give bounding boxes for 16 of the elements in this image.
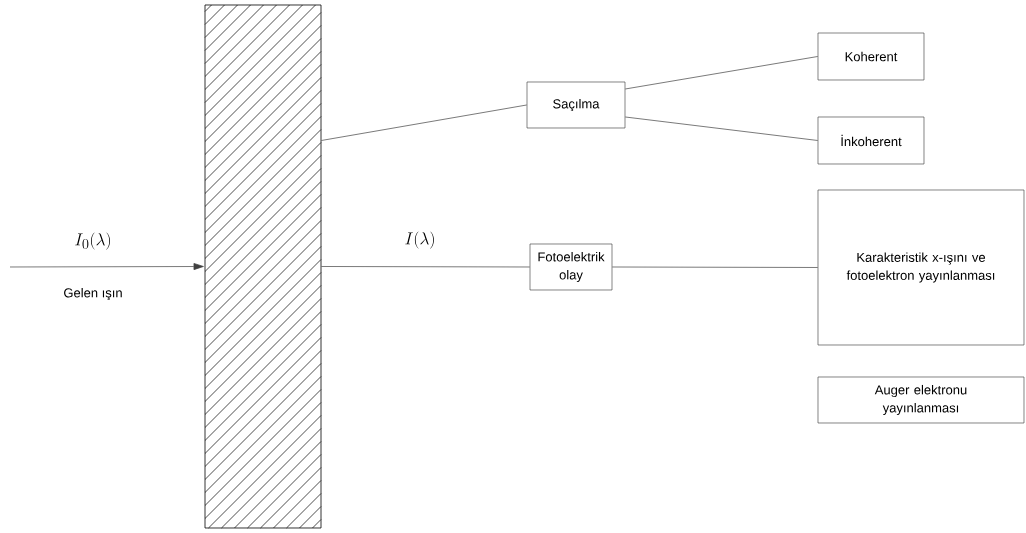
hatched-absorber-drawing <box>204 4 322 529</box>
process-box: Fotoelektrik olay <box>529 243 613 291</box>
connector-line <box>321 104 528 141</box>
process-box: Saçılma <box>526 81 626 129</box>
arrow <box>9 263 204 270</box>
caption-label: Gelen ışın <box>64 287 122 301</box>
connector-line <box>624 56 819 90</box>
process-box: Koherent <box>817 32 925 81</box>
connector-line <box>611 266 819 268</box>
edge-label: $I_{0}(\lambda)$ <box>73 231 113 251</box>
connector-line <box>624 116 819 141</box>
process-box: Karakteristik x-ışını ve fotoelektron yayınlanması <box>817 189 1025 346</box>
connector-line <box>321 266 531 268</box>
process-box: Auger elektronu yayınlanması <box>817 376 1025 424</box>
process-box: İnkoherent <box>817 116 925 165</box>
edge-label: $I(\lambda)$ <box>403 230 437 250</box>
